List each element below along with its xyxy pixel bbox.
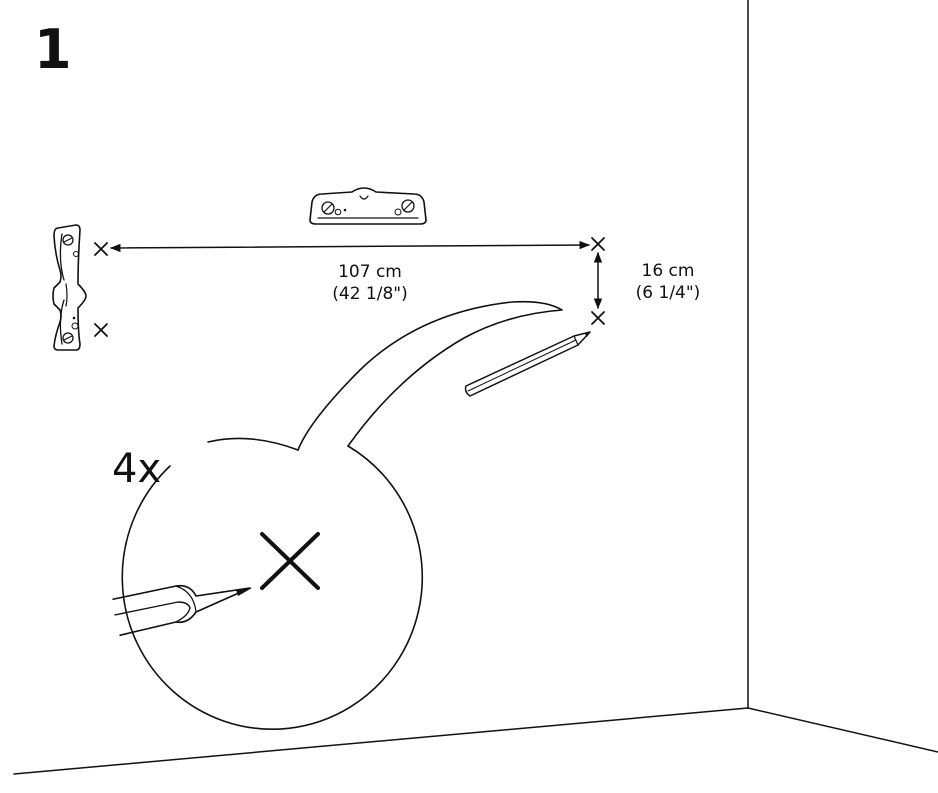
vertical-measure-metric: 16 cm (642, 261, 695, 281)
room-corner (13, 0, 938, 775)
step-number: 1 (34, 18, 72, 81)
cross-mark-icon (94, 242, 108, 256)
horizontal-measure-imperial: (42 1/8") (332, 284, 407, 304)
cross-mark-icon (94, 323, 108, 337)
vertical-measure-imperial: (6 1/4") (636, 283, 701, 303)
cross-mark-large-icon (260, 532, 320, 590)
pencil-large-icon (112, 584, 252, 641)
pencil-icon (464, 331, 591, 397)
zoom-callout (121, 300, 563, 730)
horizontal-dimension-arrow (109, 240, 591, 253)
spirit-level-vertical-icon (52, 224, 87, 351)
horizontal-measure-metric: 107 cm (338, 262, 402, 282)
spirit-level-horizontal-icon (309, 187, 427, 225)
cross-mark-icon (591, 311, 605, 325)
quantity-label: 4x (112, 446, 161, 492)
cross-mark-icon (591, 237, 605, 251)
